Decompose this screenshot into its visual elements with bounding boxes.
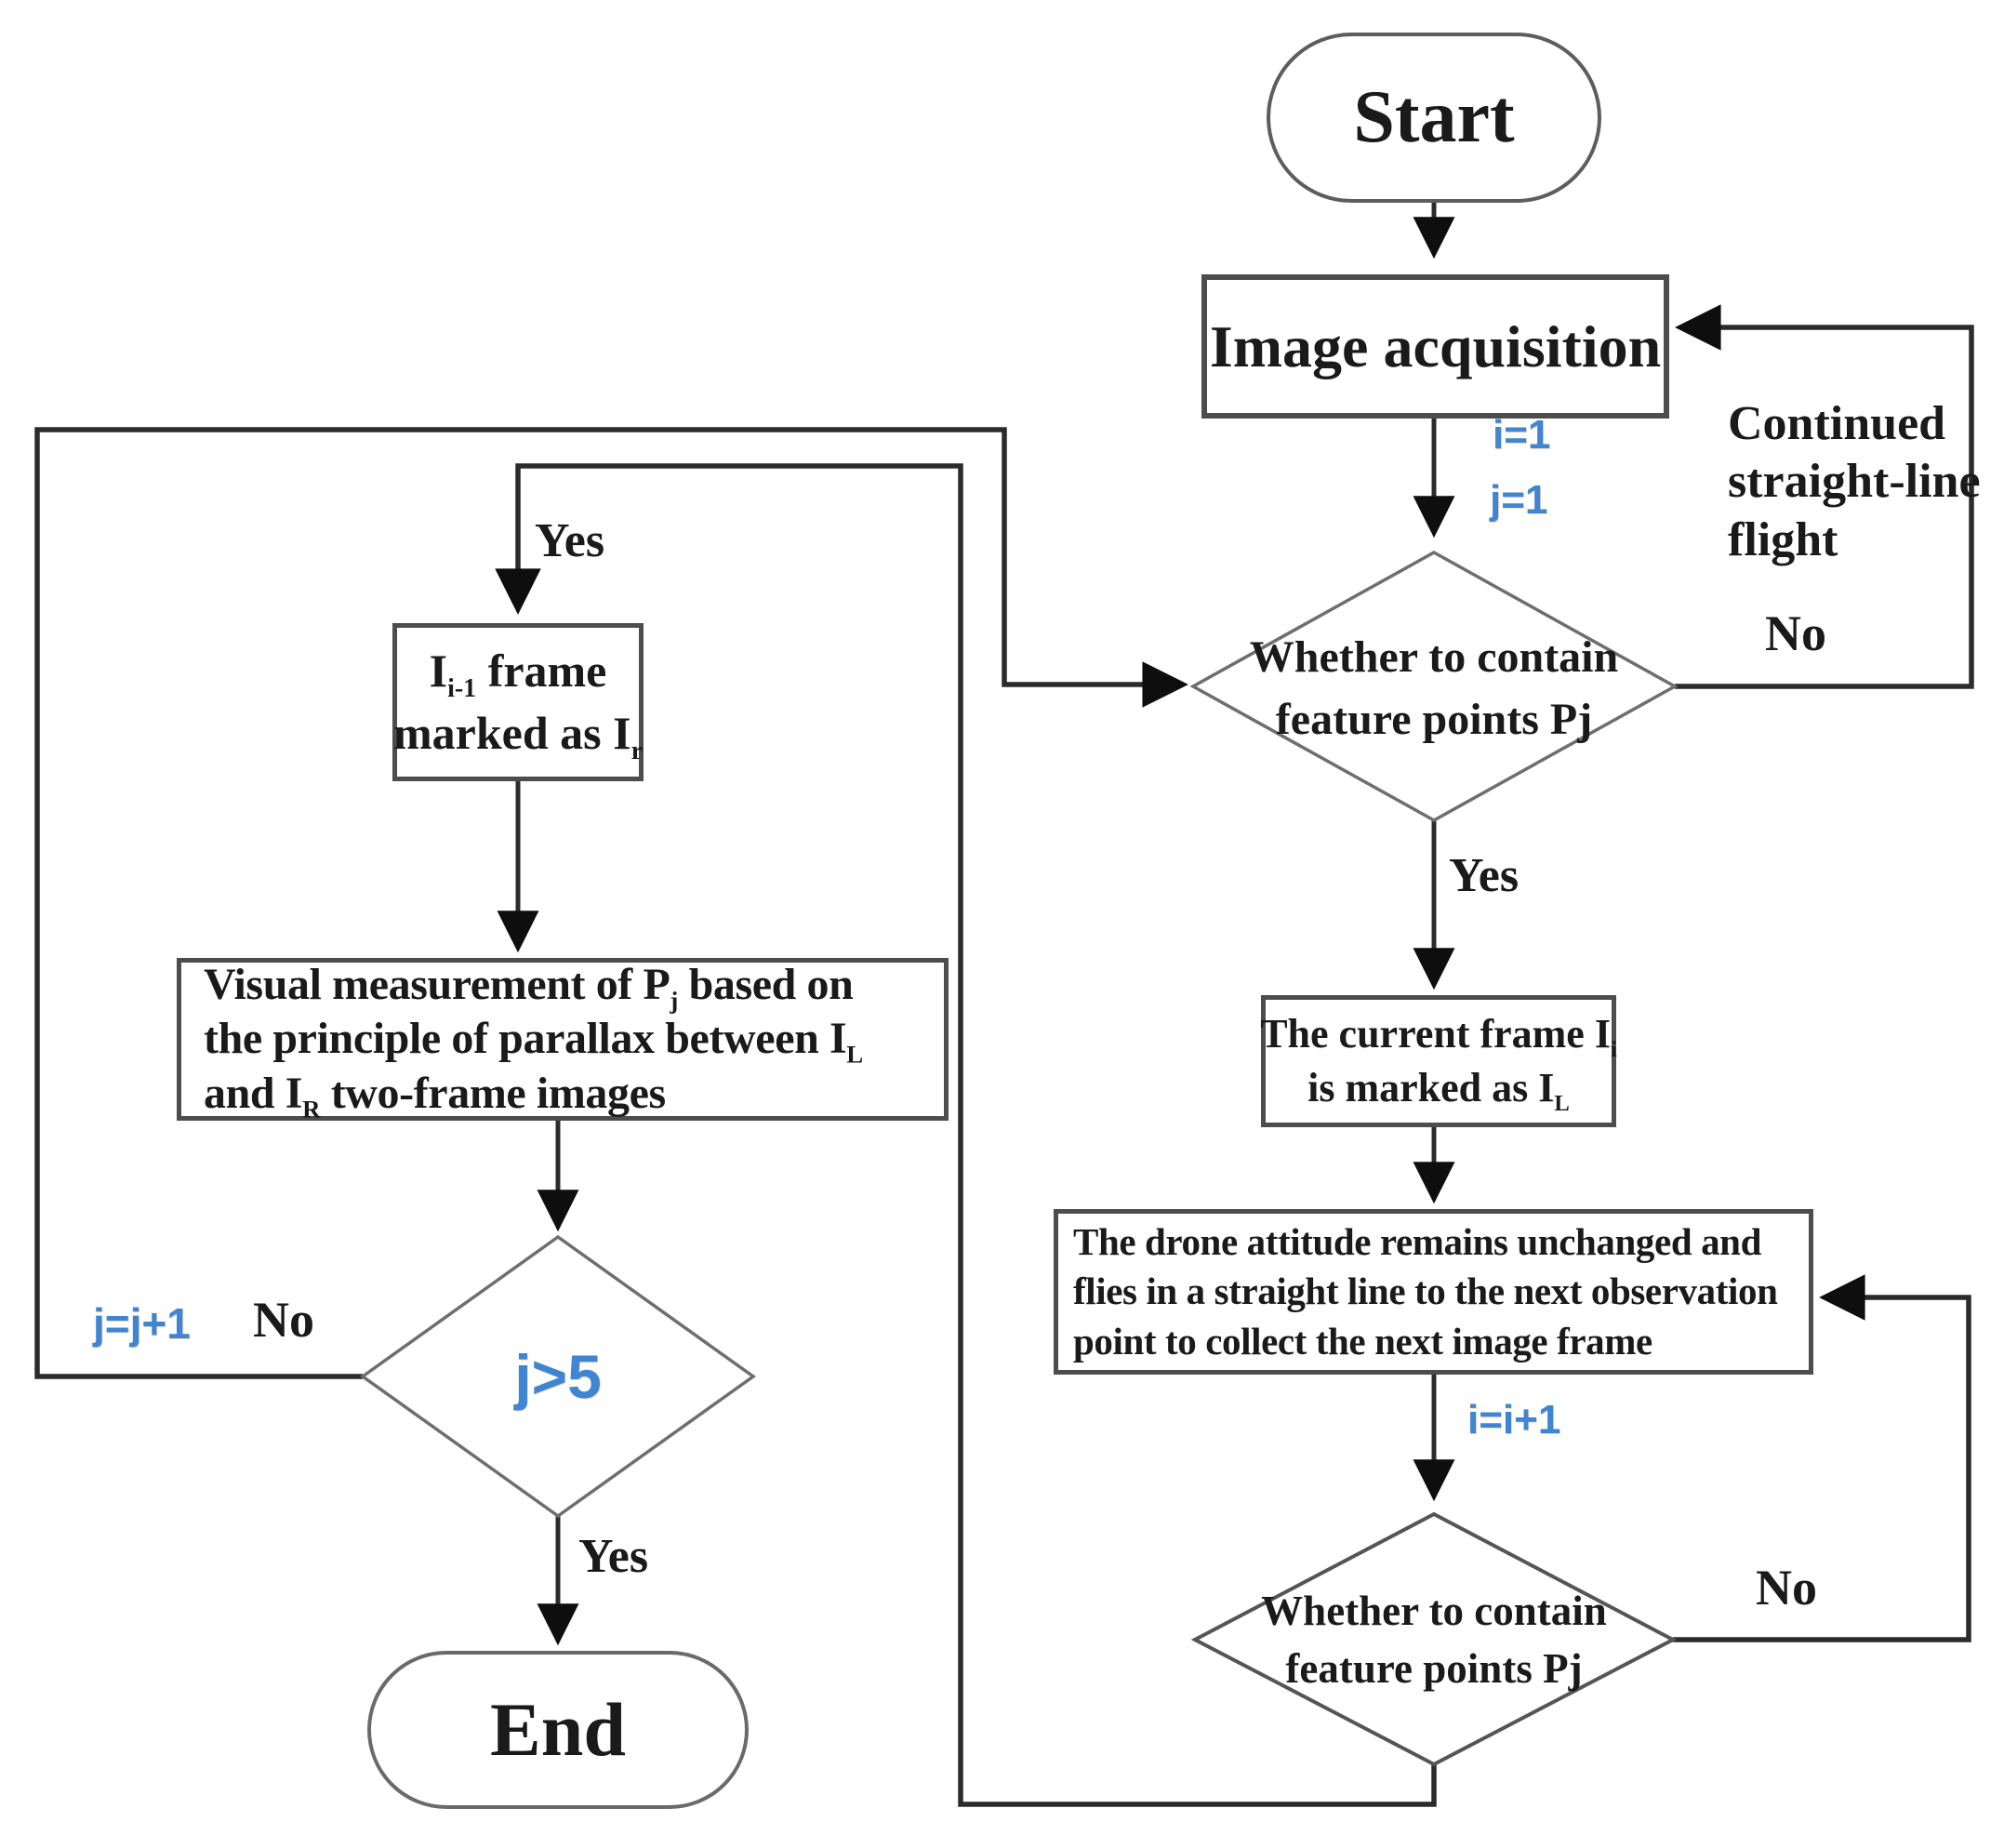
label-yes-decision1: Yes	[1449, 849, 1520, 902]
current-frame-line2: is marked as IL	[1307, 1065, 1570, 1116]
end-node: End	[367, 1651, 749, 1809]
visual-measurement-node: Visual measurement of Pj based on the pr…	[177, 958, 949, 1123]
decision1-line2: feature points Pj	[1275, 695, 1593, 744]
end-label: End	[490, 1687, 626, 1772]
label-no-jgt5: No	[253, 1292, 314, 1348]
label-j-init: j=1	[1490, 477, 1548, 523]
decision2-text: Whether to contain feature points Pj	[1192, 1570, 1676, 1709]
frame-marked-node: Ii-1 frame marked as Ir	[392, 623, 644, 781]
current-frame-line1: The current frame Ii	[1260, 1010, 1617, 1062]
decision1-text: Whether to contain feature points Pj	[1192, 614, 1676, 763]
label-no-decision1: No	[1765, 605, 1826, 661]
label-i-increment: i=i+1	[1467, 1397, 1561, 1443]
visual-line2: the principle of parallax between IL	[204, 1014, 863, 1069]
jgt5-label: j>5	[514, 1342, 602, 1411]
image-acquisition-label: Image acquisition	[1209, 312, 1662, 379]
decision2-line2: feature points Pj	[1285, 1645, 1583, 1692]
label-j-increment: j=j+1	[93, 1299, 191, 1348]
drone-line3: point to collect the next image frame	[1073, 1319, 1652, 1363]
frame-marked-line1: Ii-1 frame	[429, 644, 607, 703]
edge-jgt5-no-loop	[34, 427, 1188, 1379]
decision2-line1: Whether to contain	[1261, 1587, 1607, 1634]
visual-line3: and IR two-frame images	[204, 1068, 666, 1123]
decision1-line1: Whether to contain	[1249, 632, 1619, 682]
visual-line1: Visual measurement of Pj based on	[204, 959, 854, 1015]
label-no-decision2: No	[1756, 1560, 1817, 1615]
drone-line1: The drone attitude remains unchanged and	[1073, 1220, 1761, 1264]
label-continued-flight: Continued straight-line flight	[1728, 397, 1981, 566]
image-acquisition-node: Image acquisition	[1201, 274, 1669, 419]
label-yes-to-end: Yes	[578, 1530, 649, 1583]
start-node: Start	[1267, 33, 1601, 203]
drone-flight-node: The drone attitude remains unchanged and…	[1054, 1209, 1813, 1375]
frame-marked-line2: marked as Ir	[393, 707, 644, 765]
drone-line2: flies in a straight line to the next obs…	[1073, 1270, 1778, 1313]
label-yes-return-branch: Yes	[535, 514, 605, 567]
start-label: Start	[1353, 76, 1515, 158]
current-frame-node: The current frame Ii is marked as IL	[1260, 995, 1617, 1127]
jgt5-text: j>5	[418, 1302, 697, 1451]
label-i-init: i=1	[1493, 412, 1551, 458]
